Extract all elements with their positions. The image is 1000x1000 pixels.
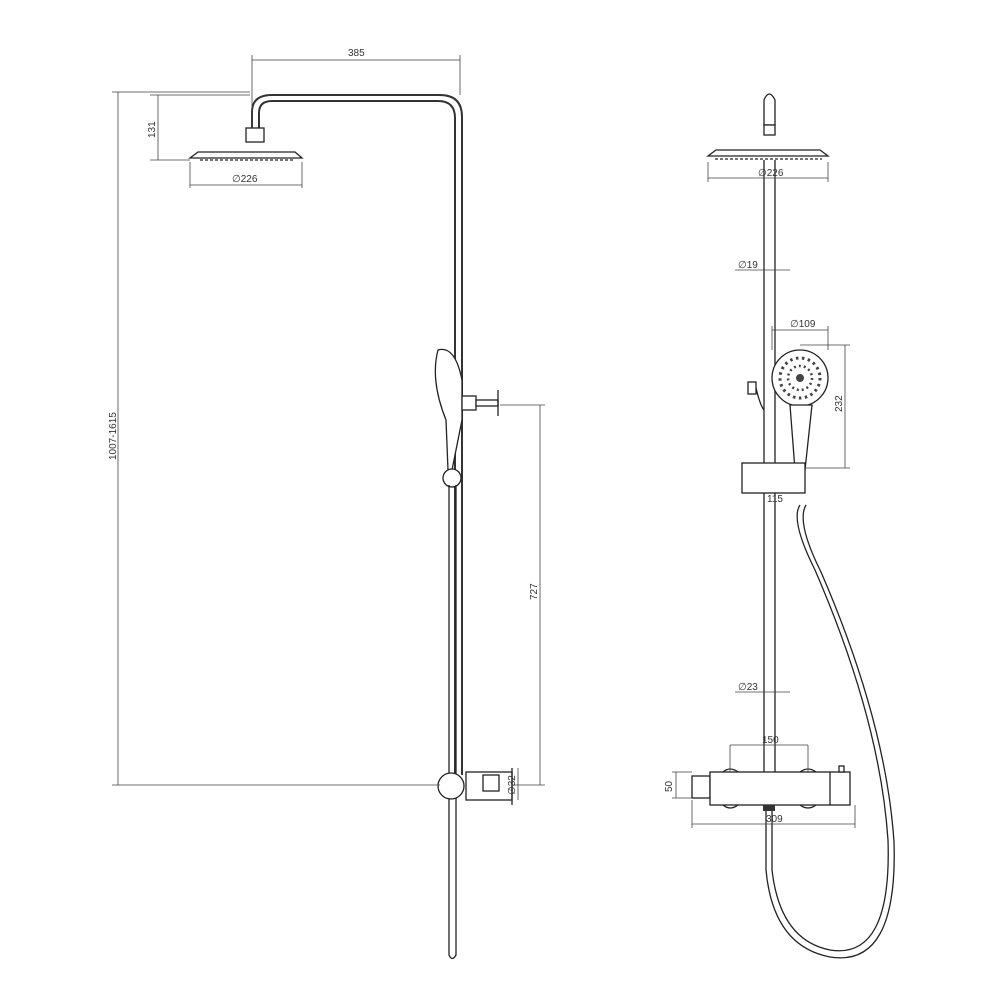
thermostatic-mixer	[709, 771, 851, 806]
riser-arm	[251, 94, 463, 775]
dim-inlet-spacing: 150	[762, 735, 779, 746]
hand-shower	[434, 348, 463, 471]
side-view: 385 131 ∅226 1007-1615 727 ∅32	[108, 48, 545, 960]
front-view: ∅226 ∅19 ∅109 232 115 ∅23 150 50 309	[664, 93, 895, 959]
dim-handshower-diameter: ∅109	[790, 319, 816, 330]
dim-head-diameter: ∅226	[232, 174, 258, 185]
dim-bracket-spacing: 727	[529, 583, 540, 600]
dim-arm-reach: 385	[348, 48, 365, 59]
front-hose	[771, 504, 889, 952]
dim-connector-diameter: ∅32	[507, 775, 518, 795]
mixer-side	[437, 772, 465, 800]
dim-total-height: 1007-1615	[108, 412, 119, 460]
dim-mixer-height: 50	[664, 780, 675, 792]
dim-lower-pipe: ∅23	[738, 682, 758, 693]
dim-handshower-length: 232	[834, 395, 845, 412]
dim-upper-pipe: ∅19	[738, 260, 758, 271]
head-connector	[245, 127, 265, 143]
shower-head	[188, 151, 304, 159]
hand-shower-handle	[789, 404, 813, 471]
dim-front-head: ∅226	[758, 168, 784, 179]
dim-holder-width: 115	[767, 494, 783, 505]
dim-mixer-width: 309	[766, 814, 783, 825]
spray-nozzles	[778, 356, 822, 400]
dim-head-drop: 131	[147, 121, 158, 138]
front-shower-head	[706, 149, 830, 157]
slider-holder	[741, 462, 806, 494]
hose	[448, 485, 457, 960]
